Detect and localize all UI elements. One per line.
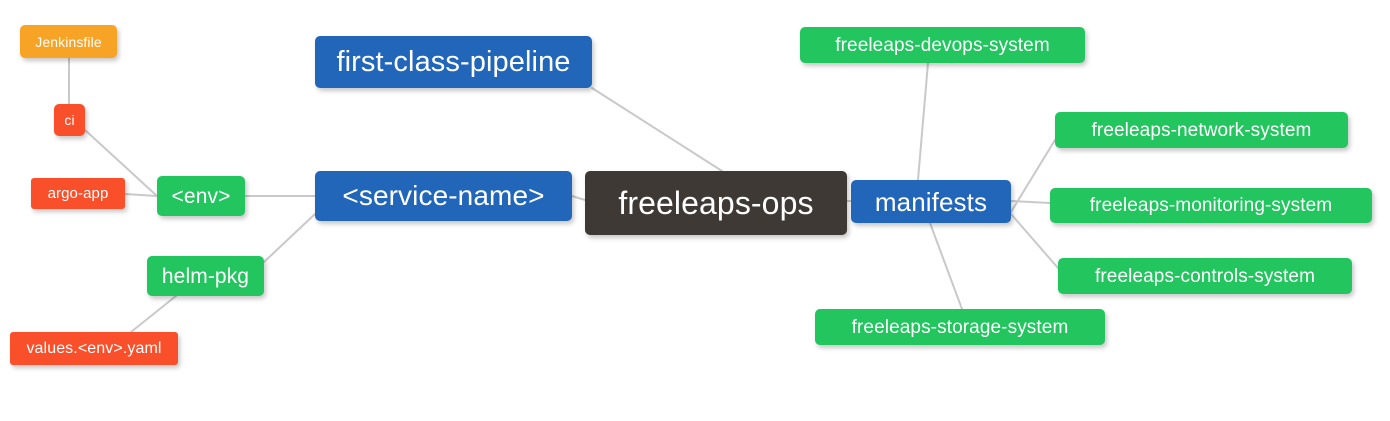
edge-manifests-to-freeleaps-network-system — [1010, 139, 1056, 213]
node-label: freeleaps-network-system — [1091, 119, 1312, 141]
node-freeleaps-ops[interactable]: freeleaps-ops — [585, 171, 847, 235]
node-label: argo-app — [47, 185, 109, 202]
node-label: freeleaps-monitoring-system — [1089, 195, 1333, 216]
node-label: freeleaps-devops-system — [835, 34, 1050, 56]
node-freeleaps-network-system[interactable]: freeleaps-network-system — [1055, 112, 1348, 148]
node-label: Jenkinsfile — [35, 33, 102, 50]
node-label: freeleaps-controls-system — [1094, 265, 1316, 287]
node-label: values.<env>.yaml — [26, 339, 162, 357]
node-argo-app[interactable]: argo-app — [31, 178, 125, 209]
edge-manifests-to-freeleaps-storage-system — [929, 222, 963, 310]
node-env[interactable]: <env> — [157, 176, 245, 216]
node-label: <env> — [171, 184, 231, 208]
node-service-name[interactable]: <service-name> — [315, 171, 572, 221]
node-helm-pkg[interactable]: helm-pkg — [147, 256, 264, 296]
node-manifests[interactable]: manifests — [851, 180, 1011, 223]
node-label: freeleaps-ops — [618, 185, 814, 221]
edge-service-name-to-freeleaps-ops — [571, 195, 586, 201]
node-label: freeleaps-storage-system — [851, 316, 1069, 338]
edge-service-name-to-helm-pkg — [263, 213, 316, 263]
node-label: ci — [64, 112, 75, 128]
node-ci[interactable]: ci — [54, 104, 85, 136]
node-label: manifests — [874, 186, 988, 217]
edge-manifests-to-freeleaps-controls-system — [1010, 213, 1059, 269]
edge-helm-pkg-to-values-yaml — [130, 295, 177, 333]
node-first-class-pipeline[interactable]: first-class-pipeline — [315, 36, 592, 88]
edge-argo-app-to-env — [124, 193, 158, 197]
node-label: first-class-pipeline — [336, 45, 571, 78]
edge-manifests-to-freeleaps-monitoring-system — [1010, 200, 1051, 204]
edge-manifests-to-freeleaps-devops-system — [917, 62, 929, 181]
node-jenkinsfile[interactable]: Jenkinsfile — [20, 25, 117, 58]
node-label: <service-name> — [342, 180, 545, 211]
node-freeleaps-monitoring-system[interactable]: freeleaps-monitoring-system — [1050, 188, 1372, 223]
node-freeleaps-controls-system[interactable]: freeleaps-controls-system — [1058, 258, 1352, 294]
edge-first-class-pipeline-to-freeleaps-ops — [591, 87, 723, 172]
node-freeleaps-devops-system[interactable]: freeleaps-devops-system — [800, 27, 1085, 63]
node-values-yaml[interactable]: values.<env>.yaml — [10, 332, 178, 365]
node-label: helm-pkg — [161, 264, 250, 288]
node-freeleaps-storage-system[interactable]: freeleaps-storage-system — [815, 309, 1105, 345]
